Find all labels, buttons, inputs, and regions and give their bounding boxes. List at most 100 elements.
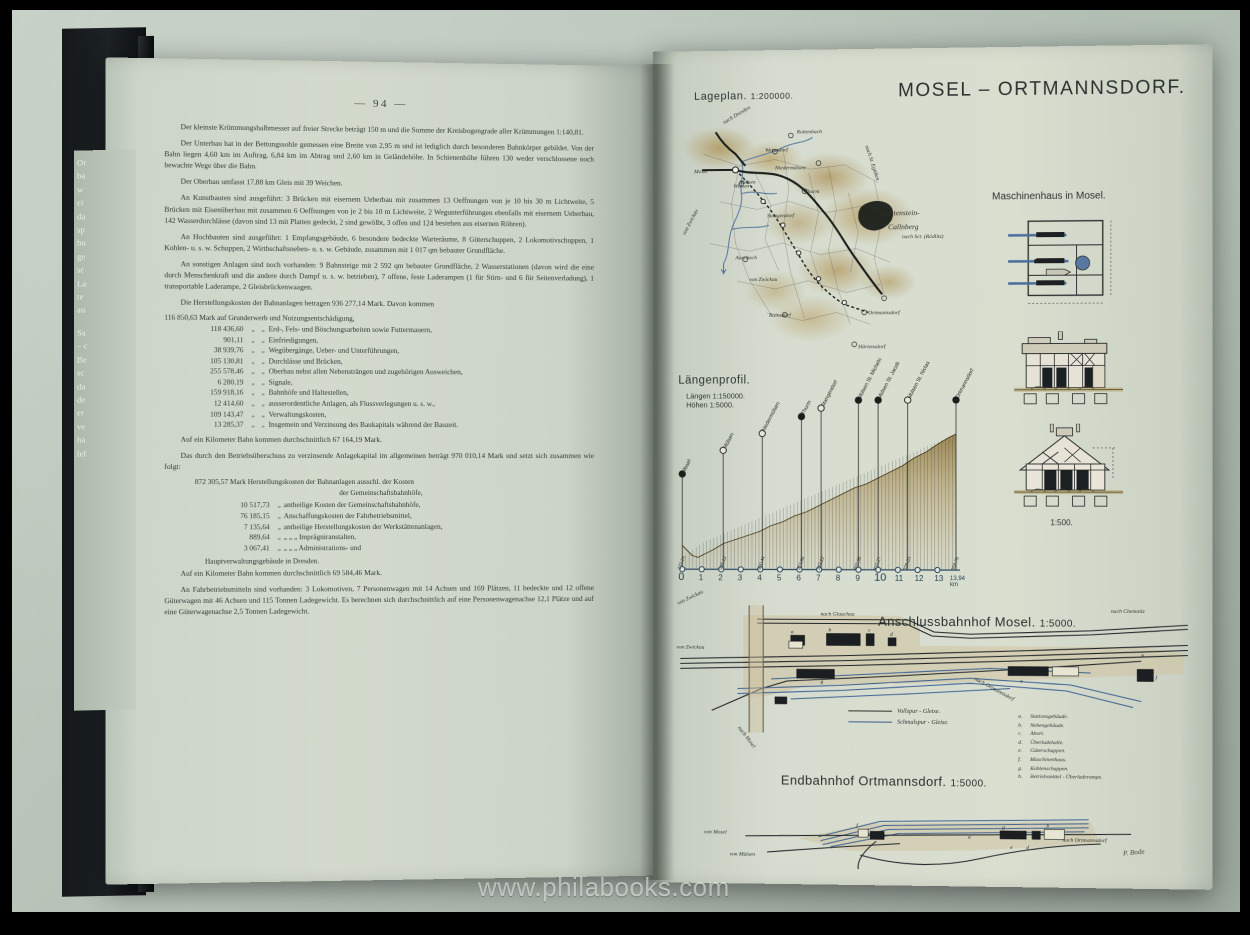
building-key-item: f.Maschinenhaus. <box>1018 756 1102 765</box>
profile-km-tick: 13 <box>934 574 943 583</box>
svg-text:h: h <box>1141 653 1144 659</box>
key-letter: d. <box>1018 739 1030 748</box>
key-label: Kohlenschuppen. <box>1030 766 1068 772</box>
capital-label: „ „ „ Administrations- und <box>284 542 594 554</box>
profile-km-tick: 8 <box>836 574 840 583</box>
ditto-mark: „ <box>275 511 284 522</box>
ditto-mark: „ <box>275 522 284 533</box>
key-label: Stationsgebäude. <box>1030 714 1068 720</box>
building-key-item: h.Betriebsmittel - Überladerampe. <box>1018 773 1102 782</box>
hidden-text-fragment: La <box>74 276 136 291</box>
cost-amount: 12 414,60 <box>164 398 248 409</box>
capital-label: antheilige Kosten der Gemeinschaftsbahnh… <box>284 500 594 511</box>
maschinenhaus-elevation-front <box>1006 331 1131 410</box>
plate-content: MOSEL – ORTMANNSDORF. Lageplan. 1:200000… <box>672 71 1192 868</box>
map-place-label: Auerbach <box>735 255 756 261</box>
cost-row: 109 143,47„„Verwaltungskosten, <box>164 409 594 421</box>
cost-amount: 118 436,60 <box>164 324 248 335</box>
hidden-text-fragment: lef <box>74 446 136 461</box>
paragraph-per-km: Auf ein Kilometer Bahn kommen durchschni… <box>164 434 594 446</box>
ditto-mark: „ <box>275 500 284 511</box>
map-place-label: Callnberg <box>888 222 918 231</box>
cost-amount: 105 130,81 <box>164 356 248 367</box>
key-letter: g. <box>1018 764 1030 773</box>
track-direction-label: nach Glauchau <box>821 611 855 617</box>
key-letter: f. <box>1018 756 1030 765</box>
hidden-text-fragment: ha <box>74 432 136 447</box>
profile-km-tick: 4 <box>757 573 761 582</box>
map-place-label: Wiesen <box>733 184 749 190</box>
cost-label: ausserordentliche Anlagen, als Flussverl… <box>269 399 594 410</box>
hidden-text-fragment: sp <box>74 222 136 237</box>
paragraph-fahrbetriebsmittel: An Fahrbetriebsmitteln sind vorhanden: 3… <box>164 582 594 617</box>
open-book: — 94 — Der kleinste Krümmungshalbmesser … <box>100 40 1190 888</box>
capital-label: antheilige Herstellungskosten der Werkst… <box>284 521 594 532</box>
profile-km-tick: 0 <box>678 571 684 583</box>
svg-text:a: a <box>968 834 971 840</box>
building-key-item: a.Stationsgebäude. <box>1018 713 1102 722</box>
ditto-mark: „ <box>248 388 257 399</box>
key-letter: h. <box>1018 773 1030 782</box>
ditto-mark: „ <box>248 335 257 346</box>
ditto-mark: „ <box>248 377 257 388</box>
paragraph-herstellungskosten: Die Herstellungskosten der Bahnanlagen b… <box>164 297 594 311</box>
map-place-label: Stangendorf <box>767 213 794 219</box>
svg-text:b: b <box>1046 823 1049 829</box>
map-place-label: Ortmannsdorf <box>868 310 900 316</box>
maschinenhaus-elevation-side <box>1006 424 1131 511</box>
key-label: Überladehalle. <box>1030 740 1063 746</box>
profile-km-tick: 3 <box>738 573 742 582</box>
cost-label: Verwaltungskosten, <box>269 409 594 420</box>
svg-text:a: a <box>791 629 794 635</box>
right-page-plate: MOSEL – ORTMANNSDORF. Lageplan. 1:200000… <box>653 44 1212 890</box>
capital-row: 10 517,73„antheilige Kosten der Gemeinsc… <box>164 500 594 511</box>
left-page: — 94 — Der kleinste Krümmungshalbmesser … <box>105 57 664 884</box>
ditto-mark-2: „ <box>258 399 269 410</box>
map-place-label: nach Sct. (Rödlitz) <box>902 234 943 240</box>
capital-amount: 889,64 <box>191 532 275 543</box>
left-page-text-block: — 94 — Der kleinste Krümmungshalbmesser … <box>164 95 594 623</box>
map-place-label: Rottenbach <box>797 129 822 135</box>
svg-text:f: f <box>1155 674 1158 681</box>
paragraph-anlagekapital: Das durch den Betriebsüberschuss zu verz… <box>164 450 594 472</box>
map-place-label: Wernsdorf <box>765 147 788 153</box>
ditto-mark-2: „ <box>258 420 269 431</box>
ditto-mark: „ <box>275 532 284 543</box>
key-label: Betriebsmittel - Überladerampe. <box>1030 774 1102 781</box>
hidden-text-fragment: sc <box>74 263 136 278</box>
key-letter: e. <box>1018 747 1030 756</box>
laengenprofil-block: Längenprofil. Längen 1:150000. Höhen 1:5… <box>672 374 970 600</box>
ditto-mark-2: „ <box>258 356 269 367</box>
profile-km-tick: 9 <box>855 574 859 583</box>
cost-row: 13 285,37„„Insgemein und Verzinsung des … <box>164 420 594 431</box>
capital-amount: 7 135,64 <box>191 522 275 533</box>
paragraph-kunstbauten: An Kunstbauten sind ausgeführt: 3 Brücke… <box>164 192 594 230</box>
ditto-mark: „ <box>275 543 284 554</box>
ditto-mark-2: „ <box>258 324 269 335</box>
endbahnhof-title-text: Endbahnhof Ortmannsdorf. <box>781 773 947 790</box>
map-place-label: Rainsdorf <box>769 313 791 319</box>
hidden-text-fragment: Be <box>74 352 136 367</box>
ditto-mark: „ <box>248 345 257 356</box>
cost-amount: 901,11 <box>164 334 248 345</box>
endbahnhof-scale: 1:5000. <box>950 778 986 789</box>
key-label: Abort. <box>1030 731 1044 737</box>
track-direction-label: von Zwickau <box>676 645 704 651</box>
capital-head-line-2: der Gemeinschaftsbahnhöfe, <box>164 488 594 499</box>
plate-title: MOSEL – ORTMANNSDORF. <box>898 77 1186 103</box>
anschlussbahnhof-title: Anschlussbahnhof Mosel. 1:5000. <box>878 614 1076 630</box>
hidden-text-fragment: ei <box>74 196 136 211</box>
ditto-mark: „ <box>248 420 257 431</box>
building-key-list: a.Stationsgebäude.b.Nebengebäude.c.Abort… <box>1018 713 1102 783</box>
profile-km-tick: 10 <box>874 572 886 584</box>
ditto-mark-2: „ <box>258 367 269 378</box>
key-letter: b. <box>1018 721 1030 730</box>
paragraph-oberbau: Der Oberbau umfasst 17,88 km Gleis mit 3… <box>164 176 594 192</box>
endbahnhof-direction-label: nach Ortmannsdorf <box>1062 838 1106 845</box>
page-number: — 94 — <box>164 95 594 113</box>
capital-amount: 76 185,15 <box>191 511 275 522</box>
cost-breakdown-list: 116 850,63 Mark auf Grunderwerb und Nutz… <box>164 313 594 431</box>
hidden-text-fragment: te <box>74 289 136 304</box>
lageplan-scale: 1:200000. <box>751 91 794 101</box>
map-place-label: von Zwickau <box>749 277 777 283</box>
